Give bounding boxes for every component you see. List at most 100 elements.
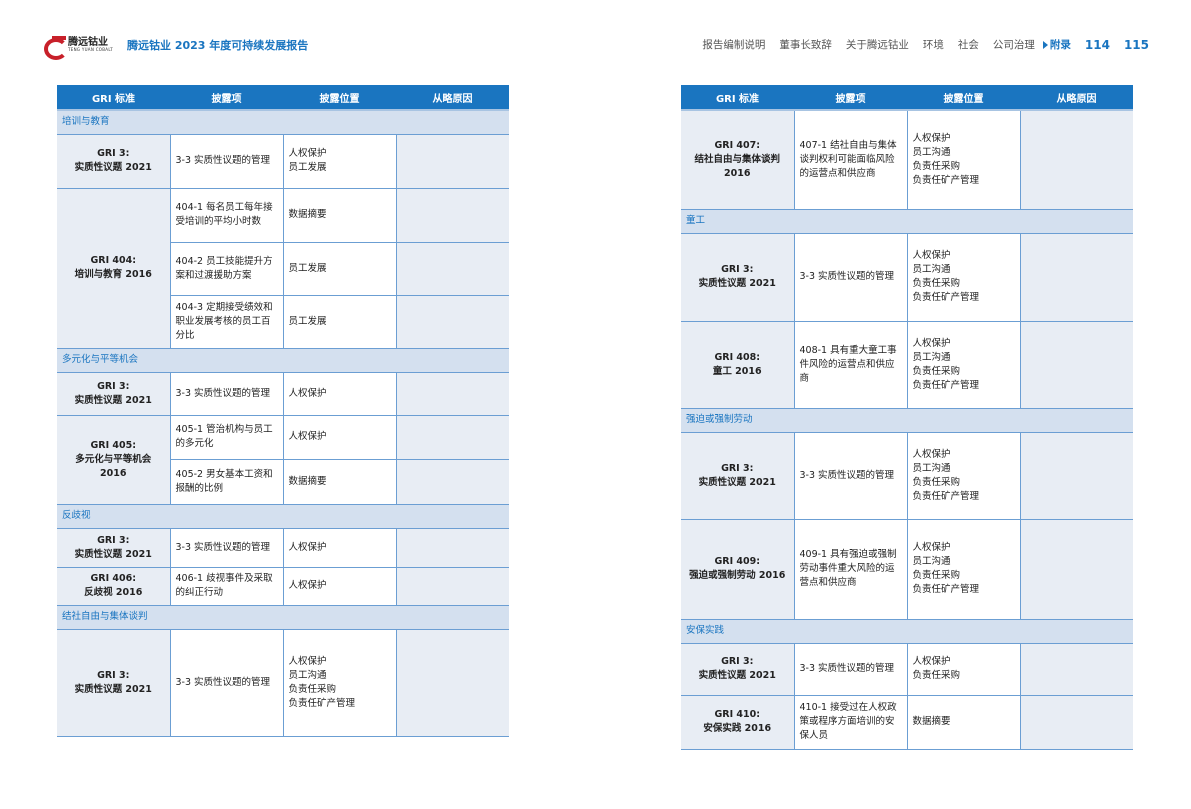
gri-line: 2016 bbox=[100, 467, 127, 479]
column-header: 从略原因 bbox=[396, 85, 509, 111]
gri-line: 实质性议题 2021 bbox=[698, 278, 776, 289]
gri-line: GRI 407: bbox=[714, 139, 761, 151]
location-line: 负责任矿产管理 bbox=[912, 584, 980, 595]
gri-line: GRI 3: bbox=[721, 656, 754, 667]
gri-standard: GRI 3:实质性议题 2021 bbox=[57, 133, 171, 189]
gri-line: 强迫或强制劳动 2016 bbox=[689, 570, 786, 581]
location-line: 员工沟通 bbox=[912, 146, 951, 158]
omission-reason bbox=[396, 241, 509, 296]
gri-line: 反歧视 2016 bbox=[84, 587, 143, 598]
disclosure-location: 数据摘要 bbox=[282, 187, 397, 243]
disclosure-item: 406-1 歧视事件及采取的纠正行动 bbox=[169, 566, 284, 606]
section-title: 安保实践 bbox=[681, 618, 1133, 644]
location-line: 人权保护 bbox=[912, 250, 951, 261]
gri-line: 童工 2016 bbox=[712, 365, 762, 377]
table-row: 405-2 男女基本工资和报酬的比例数据摘要 bbox=[57, 458, 509, 505]
gri-line: GRI 3: bbox=[97, 380, 130, 392]
disclosure-location: 人权保护 bbox=[282, 566, 397, 606]
gri-line: GRI 3: bbox=[97, 669, 130, 681]
column-header: 披露位置 bbox=[283, 85, 396, 111]
nav-item-chairman[interactable]: 董事长致辞 bbox=[779, 39, 832, 51]
disclosure-item: 3-3 实质性议题的管理 bbox=[169, 371, 284, 416]
location-line: 负责任采购 bbox=[912, 670, 961, 681]
location-line: 负责任矿产管理 bbox=[912, 292, 980, 303]
gri-line: GRI 410: bbox=[714, 709, 761, 720]
location-line: 人权保护 bbox=[288, 387, 327, 399]
gri-line: 培训与教育 2016 bbox=[74, 269, 152, 280]
omission-reason bbox=[396, 133, 509, 189]
gri-standard: GRI 3:实质性议题 2021 bbox=[57, 371, 171, 416]
section-title: 培训与教育 bbox=[57, 109, 509, 135]
section-row: 培训与教育 bbox=[57, 109, 509, 135]
location-line: 数据摘要 bbox=[288, 475, 327, 487]
omission-reason bbox=[396, 566, 509, 606]
disclosure-item: 405-2 男女基本工资和报酬的比例 bbox=[169, 458, 284, 505]
triangle-right-icon bbox=[1042, 40, 1048, 49]
location-line: 负责任采购 bbox=[912, 476, 961, 488]
disclosure-location: 人权保护员工沟通负责任采购负责任矿产管理 bbox=[906, 109, 1021, 210]
disclosure-item: 409-1 具有强迫或强制劳动事件重大风险的运营点和供应商 bbox=[793, 518, 908, 620]
disclosure-item: 407-1 结社自由与集体谈判权利可能面临风险的运营点和供应商 bbox=[793, 109, 908, 210]
section-row: 安保实践 bbox=[681, 618, 1133, 644]
location-line: 员工沟通 bbox=[912, 462, 951, 474]
column-header: 从略原因 bbox=[1020, 85, 1133, 111]
omission-reason bbox=[1020, 232, 1133, 322]
section-row: 反歧视 bbox=[57, 503, 509, 529]
disclosure-location: 人权保护员工沟通负责任采购负责任矿产管理 bbox=[906, 320, 1021, 409]
gri-line: 实质性议题 2021 bbox=[698, 476, 776, 488]
disclosure-item: 404-1 每名员工每年接受培训的平均小时数 bbox=[169, 187, 284, 243]
top-nav: 报告编制说明 董事长致辞 关于腾远钴业 环境 社会 公司治理 附录 114 11… bbox=[688, 37, 1149, 52]
section-title: 多元化与平等机会 bbox=[57, 347, 509, 373]
gri-line: GRI 3: bbox=[97, 534, 130, 546]
location-line: 员工沟通 bbox=[912, 351, 951, 363]
section-title: 反歧视 bbox=[57, 503, 509, 529]
nav-item-report-notes[interactable]: 报告编制说明 bbox=[702, 39, 766, 51]
omission-reason bbox=[396, 371, 509, 416]
disclosure-item: 3-3 实质性议题的管理 bbox=[793, 642, 908, 696]
gri-line: 结社自由与集体谈判 bbox=[694, 153, 780, 165]
section-title: 童工 bbox=[681, 208, 1133, 234]
gri-standard: GRI 3:实质性议题 2021 bbox=[57, 628, 171, 737]
gri-standard: GRI 410:安保实践 2016 bbox=[681, 694, 795, 750]
location-line: 人权保护 bbox=[912, 448, 951, 460]
omission-reason bbox=[396, 294, 509, 349]
location-line: 员工发展 bbox=[288, 162, 327, 173]
disclosure-location: 人权保护 bbox=[282, 414, 397, 460]
gri-line: GRI 404: bbox=[90, 255, 137, 266]
gri-standard: GRI 3:实质性议题 2021 bbox=[681, 642, 795, 696]
omission-reason bbox=[1020, 642, 1133, 696]
gri-line: GRI 3: bbox=[721, 462, 754, 474]
location-line: 人权保护 bbox=[288, 148, 327, 159]
disclosure-location: 数据摘要 bbox=[282, 458, 397, 505]
header-row: GRI 标准披露项披露位置从略原因 bbox=[681, 85, 1133, 111]
gri-line: GRI 3: bbox=[721, 264, 754, 275]
nav-item-appendix[interactable]: 附录 bbox=[1049, 39, 1071, 51]
gri-line: GRI 3: bbox=[97, 148, 130, 159]
nav-item-governance[interactable]: 公司治理 bbox=[992, 39, 1035, 51]
location-line: 员工发展 bbox=[288, 262, 327, 274]
location-line: 人权保护 bbox=[288, 655, 327, 667]
disclosure-item: 408-1 具有重大童工事件风险的运营点和供应商 bbox=[793, 320, 908, 409]
omission-reason bbox=[396, 414, 509, 460]
section-row: 多元化与平等机会 bbox=[57, 347, 509, 373]
section-row: 强迫或强制劳动 bbox=[681, 407, 1133, 433]
nav-item-social[interactable]: 社会 bbox=[957, 39, 979, 51]
location-line: 员工沟通 bbox=[912, 556, 951, 567]
location-line: 人权保护 bbox=[912, 656, 951, 667]
logo-cn: 腾远钴业 bbox=[68, 37, 108, 48]
nav-item-environment[interactable]: 环境 bbox=[922, 39, 944, 51]
disclosure-item: 404-2 员工技能提升方案和过渡援助方案 bbox=[169, 241, 284, 296]
location-line: 人权保护 bbox=[288, 580, 327, 591]
nav-item-about[interactable]: 关于腾远钴业 bbox=[845, 39, 909, 51]
gri-standard: GRI 408:童工 2016 bbox=[681, 320, 795, 409]
